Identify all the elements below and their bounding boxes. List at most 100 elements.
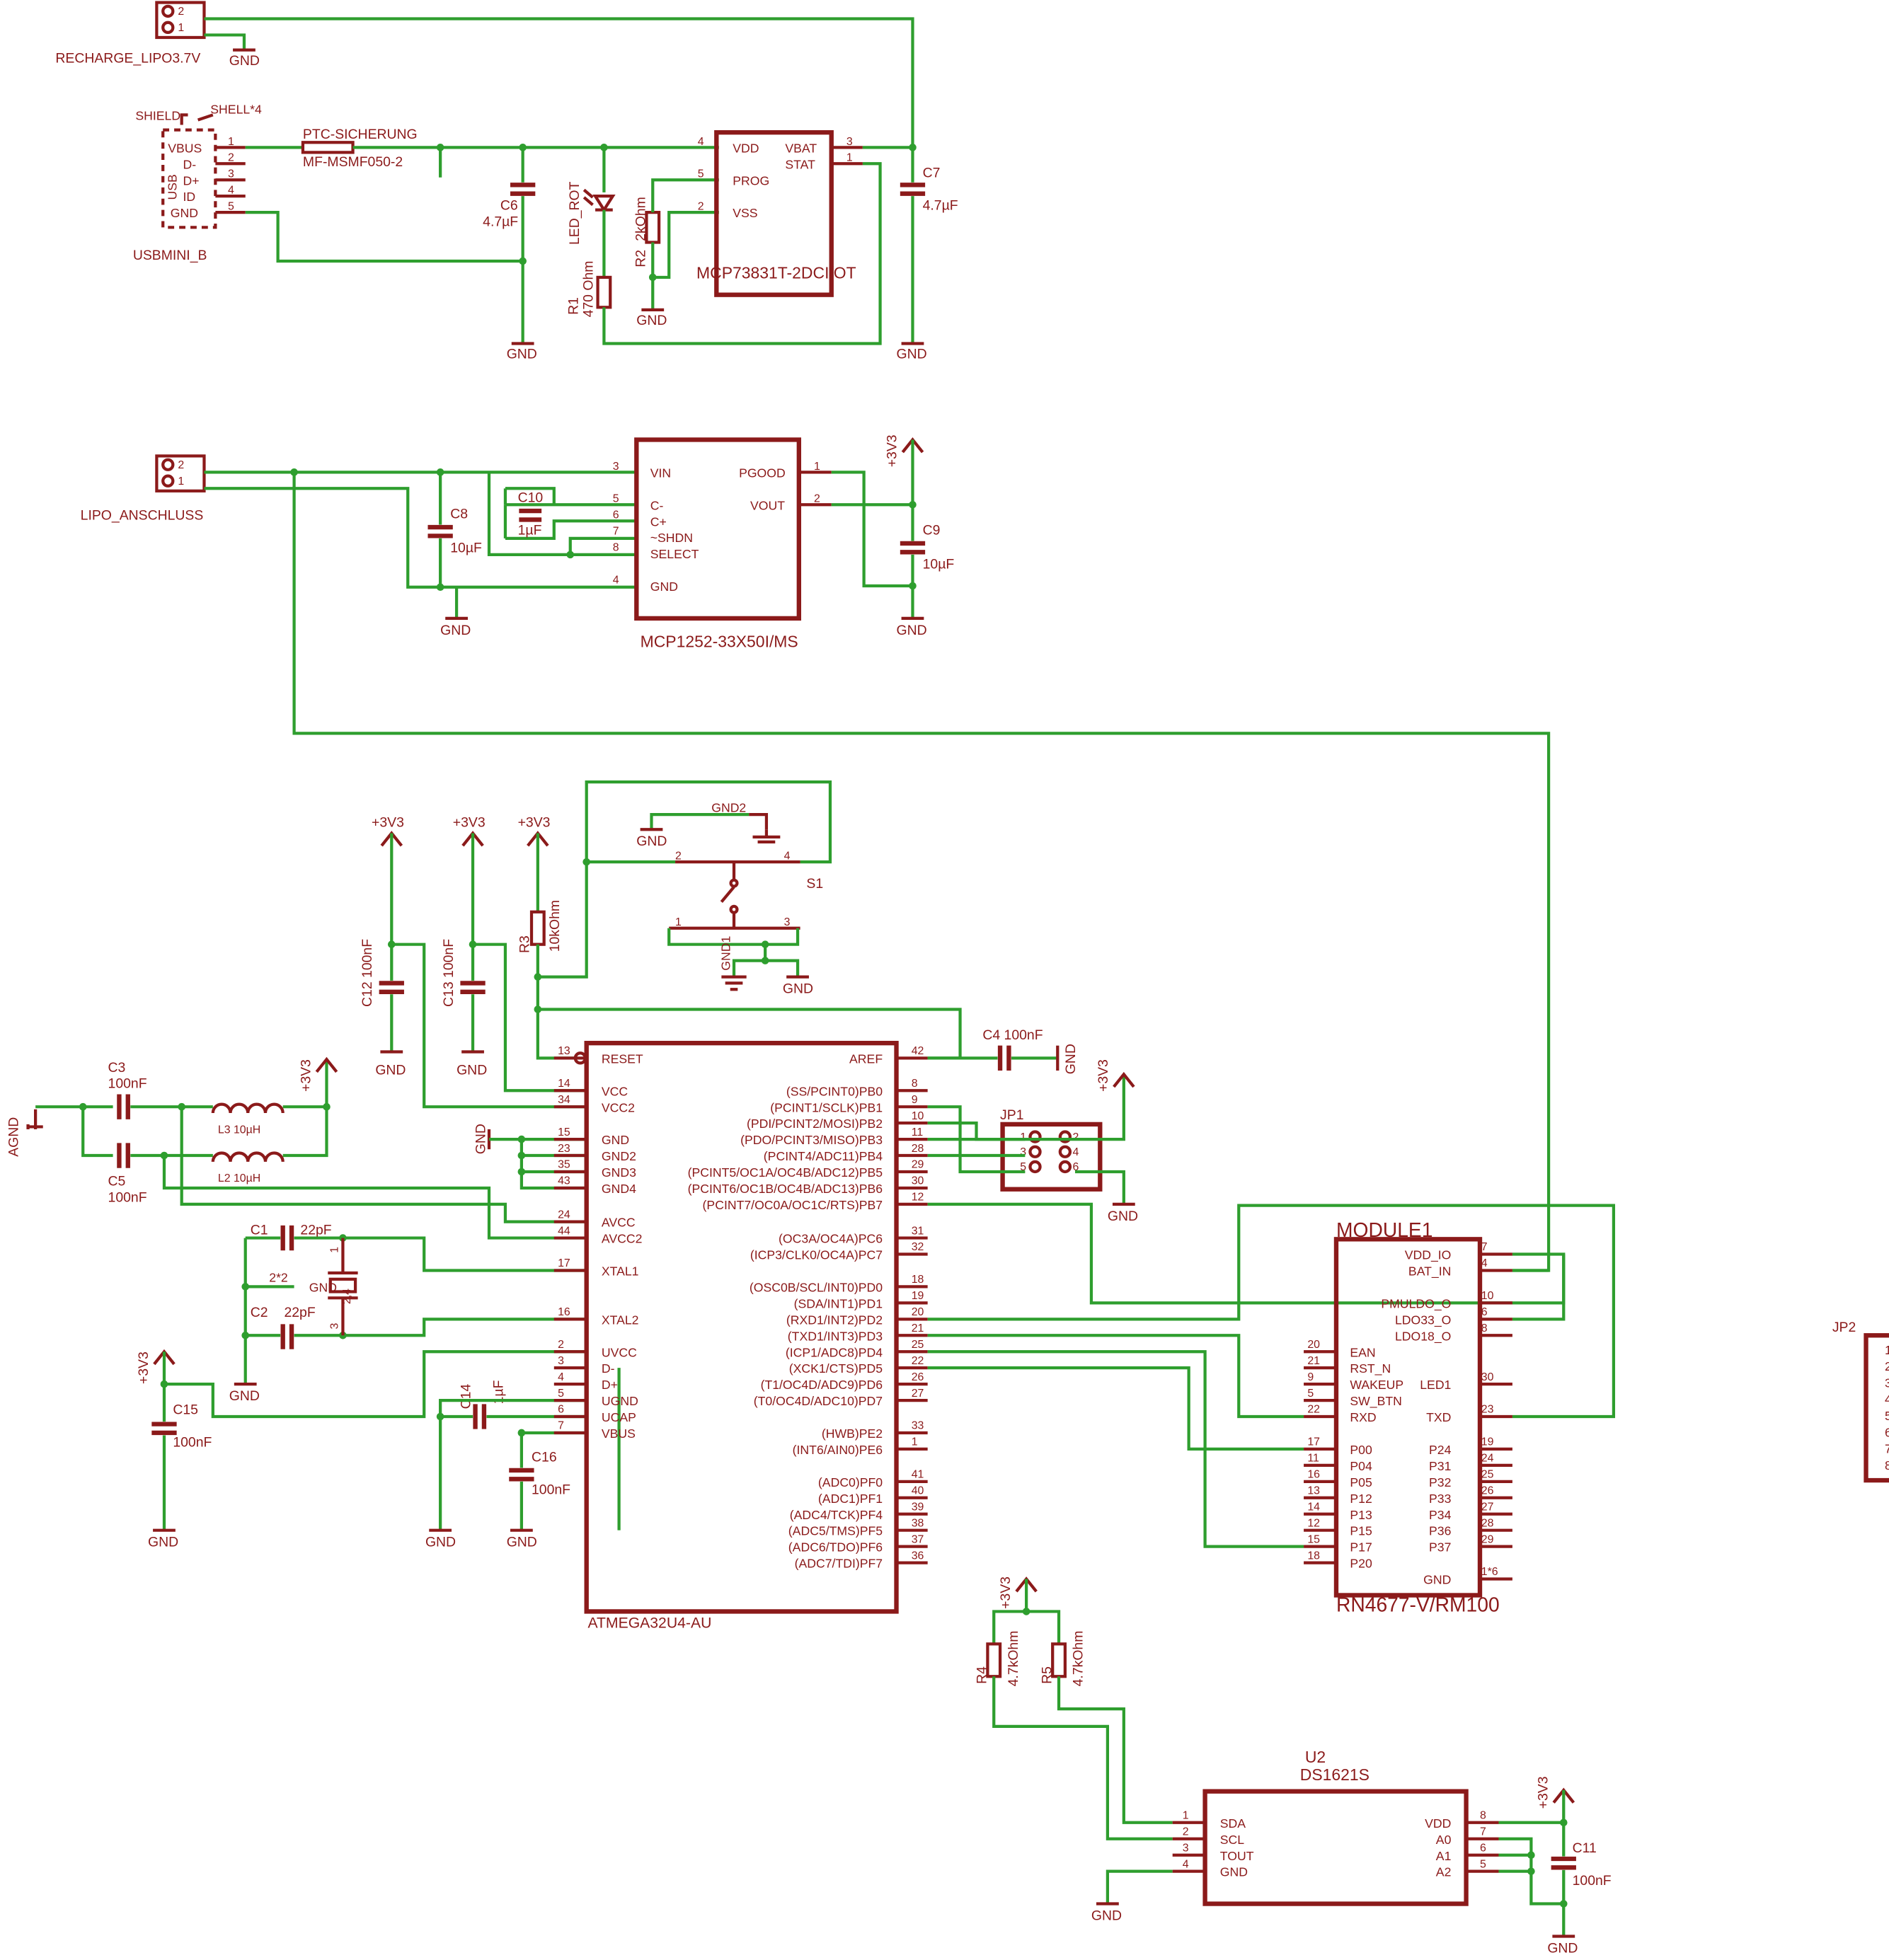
svg-text:GND3: GND3 <box>602 1165 636 1180</box>
svg-text:P34: P34 <box>1429 1508 1452 1522</box>
svg-text:(XCK1/CTS)PD5: (XCK1/CTS)PD5 <box>789 1361 883 1376</box>
svg-text:35: 35 <box>558 1159 570 1171</box>
mcu-pin-left: 4D+ <box>553 1371 618 1392</box>
svg-text:GND: GND <box>1220 1865 1248 1879</box>
svg-text:5: 5 <box>698 168 704 180</box>
capacitor-c10: C10 1µF <box>518 490 544 538</box>
mcu-pin-right: 8(SS/PCINT0)PB0 <box>786 1078 928 1098</box>
svg-text:C12 100nF: C12 100nF <box>360 939 375 1007</box>
svg-text:+3V3: +3V3 <box>372 815 404 831</box>
svg-text:1: 1 <box>1885 1343 1889 1357</box>
svg-text:A1: A1 <box>1436 1849 1452 1863</box>
inductor-l2: L2 10µH <box>211 1151 285 1184</box>
svg-text:4: 4 <box>1072 1146 1079 1158</box>
svg-text:WAKEUP: WAKEUP <box>1350 1378 1403 1392</box>
svg-text:9: 9 <box>1307 1371 1314 1383</box>
svg-text:4.7kOhm: 4.7kOhm <box>1071 1631 1086 1687</box>
svg-text:GND: GND <box>507 1535 537 1550</box>
svg-text:21: 21 <box>1307 1355 1320 1367</box>
svg-text:8: 8 <box>1480 1810 1486 1822</box>
recharge-label: RECHARGE_LIPO3.7V <box>55 50 200 66</box>
svg-text:U2: U2 <box>1305 1748 1326 1766</box>
svg-text:UGND: UGND <box>602 1394 638 1408</box>
svg-text:34: 34 <box>558 1094 570 1106</box>
svg-text:SELECT: SELECT <box>650 547 699 561</box>
svg-text:XTAL2: XTAL2 <box>602 1313 639 1327</box>
svg-text:31: 31 <box>912 1225 924 1237</box>
gnd-label: GND <box>229 53 260 69</box>
jp2-pin: 5 <box>1885 1409 1889 1423</box>
svg-text:+3V3: +3V3 <box>453 815 486 831</box>
svg-text:22pF: 22pF <box>284 1305 315 1320</box>
capacitor-c4: C4 100nF <box>982 1027 1043 1071</box>
svg-text:16: 16 <box>1307 1469 1320 1481</box>
capacitor-c13: C13 100nF <box>441 939 486 1007</box>
svg-text:GND2: GND2 <box>711 801 746 815</box>
svg-text:ATMEGA32U4-AU: ATMEGA32U4-AU <box>587 1615 711 1631</box>
svg-text:GND: GND <box>171 206 198 220</box>
svg-text:43: 43 <box>558 1175 570 1187</box>
svg-text:4.7kOhm: 4.7kOhm <box>1006 1631 1021 1687</box>
switch-s1[interactable]: GND GND2 2 4 1 3 S1 GND1 GND <box>636 801 823 997</box>
svg-text:D-: D- <box>602 1361 615 1376</box>
svg-text:25: 25 <box>1481 1469 1494 1481</box>
svg-text:5: 5 <box>1480 1858 1486 1870</box>
svg-text:4: 4 <box>228 185 234 197</box>
svg-text:GND: GND <box>636 834 667 849</box>
svg-text:24: 24 <box>558 1209 570 1221</box>
jp2-pin: 6 <box>1885 1425 1889 1439</box>
svg-text:1: 1 <box>846 152 853 164</box>
svg-text:AVCC: AVCC <box>602 1216 636 1230</box>
svg-text:D+: D+ <box>183 173 199 188</box>
mcu-pin-right: 25(ICP1/ADC8)PD4 <box>786 1339 928 1359</box>
svg-text:GND: GND <box>229 1388 260 1404</box>
svg-text:25: 25 <box>912 1339 924 1351</box>
svg-text:100nF: 100nF <box>108 1076 147 1092</box>
svg-text:2: 2 <box>178 6 184 18</box>
mcu-pin-right: 27(T0/OC4D/ADC10)PD7 <box>754 1388 928 1408</box>
svg-text:TOUT: TOUT <box>1220 1849 1254 1863</box>
resistor-r3: R3 10kOhm <box>517 900 562 953</box>
svg-text:42: 42 <box>912 1045 924 1057</box>
svg-text:28: 28 <box>912 1143 924 1155</box>
svg-text:GND: GND <box>1547 1940 1578 1956</box>
svg-text:1: 1 <box>228 136 234 148</box>
u2-pin: 6A1 <box>1436 1842 1499 1863</box>
svg-text:26: 26 <box>1481 1485 1494 1497</box>
svg-text:R5: R5 <box>1039 1666 1055 1684</box>
svg-text:5: 5 <box>1885 1409 1889 1423</box>
mcu-pin-right: 9(PCINT1/SCLK)PB1 <box>770 1094 928 1114</box>
svg-text:4: 4 <box>1481 1257 1488 1269</box>
svg-text:(PCINT1/SCLK)PB1: (PCINT1/SCLK)PB1 <box>770 1100 883 1114</box>
svg-text:R1: R1 <box>565 297 581 315</box>
svg-text:P15: P15 <box>1350 1524 1372 1538</box>
svg-text:32: 32 <box>912 1241 924 1253</box>
svg-text:24: 24 <box>1481 1453 1494 1465</box>
svg-text:AREF: AREF <box>849 1051 883 1066</box>
svg-text:PGOOD: PGOOD <box>739 466 786 480</box>
svg-text:1: 1 <box>178 22 184 34</box>
svg-text:PROG: PROG <box>733 173 769 188</box>
svg-text:41: 41 <box>912 1469 924 1481</box>
svg-text:100nF: 100nF <box>108 1189 147 1205</box>
svg-text:+3V3: +3V3 <box>136 1351 151 1384</box>
capacitor-c2: C2 22pF <box>251 1305 316 1349</box>
svg-text:UVCC: UVCC <box>602 1345 637 1359</box>
svg-text:D-: D- <box>183 157 196 171</box>
svg-text:TXD: TXD <box>1426 1410 1451 1424</box>
svg-text:L3 10µH: L3 10µH <box>218 1124 260 1136</box>
svg-text:R4: R4 <box>975 1666 990 1684</box>
